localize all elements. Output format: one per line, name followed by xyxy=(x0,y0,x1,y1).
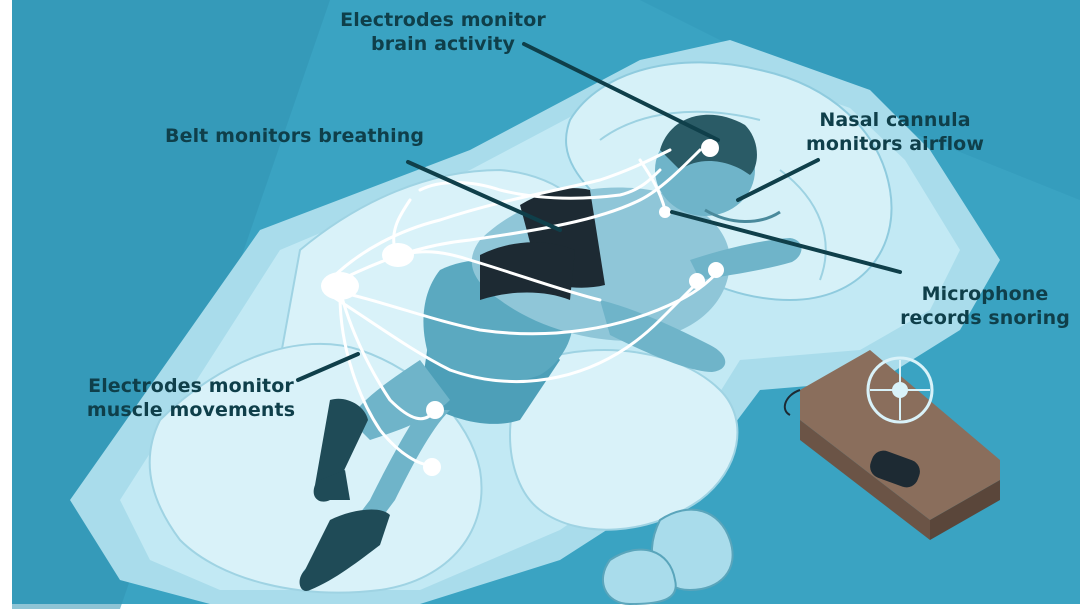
label-nasal-cannula-line2: monitors airflow xyxy=(800,132,990,156)
label-electrodes-muscle-line2: muscle movements xyxy=(78,398,304,422)
label-nasal-cannula-line1: Nasal cannula xyxy=(800,108,990,132)
label-belt-breathing-line1: Belt monitors breathing xyxy=(165,124,424,148)
label-electrodes-muscle-line1: Electrodes monitor xyxy=(78,374,304,398)
left-white-margin xyxy=(0,0,12,609)
label-nasal-cannula: Nasal cannula monitors airflow xyxy=(800,108,990,156)
right-white-margin xyxy=(1080,0,1089,609)
abdomen-belt xyxy=(480,242,575,300)
label-microphone: Microphone records snoring xyxy=(895,282,1075,330)
bottom-white-margin xyxy=(0,604,1089,609)
label-electrodes-muscle: Electrodes monitor muscle movements xyxy=(78,374,304,422)
label-electrodes-brain-line1: Electrodes monitor xyxy=(338,8,548,32)
label-electrodes-brain-line2: brain activity xyxy=(338,32,548,56)
label-microphone-line1: Microphone xyxy=(895,282,1075,306)
label-belt-breathing: Belt monitors breathing xyxy=(165,124,424,148)
label-electrodes-brain: Electrodes monitor brain activity xyxy=(338,8,548,56)
label-microphone-line2: records snoring xyxy=(895,306,1075,330)
